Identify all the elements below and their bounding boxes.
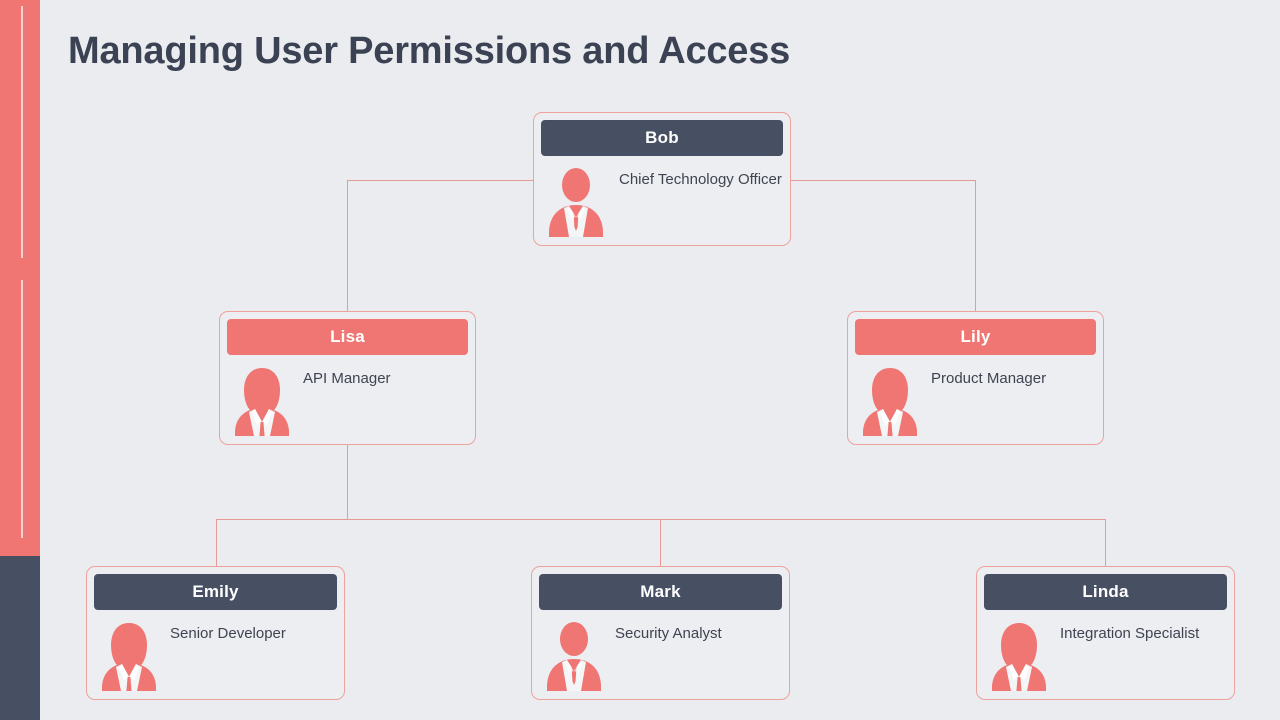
- org-node-lily-body: Product Manager: [855, 355, 1096, 436]
- org-node-mark-header: Mark: [539, 574, 782, 610]
- org-node-lily-name: Lily: [960, 327, 991, 346]
- accent-bar-hairline-upper: [21, 6, 23, 258]
- org-node-bob[interactable]: Bob Chief Technology Officer: [533, 112, 791, 246]
- org-node-linda[interactable]: Linda Integration Specialist: [976, 566, 1235, 700]
- accent-bar-hairline-lower: [21, 280, 23, 538]
- female-avatar-icon: [231, 364, 293, 436]
- org-node-bob-name: Bob: [645, 128, 679, 147]
- org-node-linda-body: Integration Specialist: [984, 610, 1227, 691]
- org-node-lisa-role: API Manager: [303, 370, 391, 387]
- org-node-lily-header: Lily: [855, 319, 1096, 355]
- org-node-linda-header: Linda: [984, 574, 1227, 610]
- male-avatar-icon: [543, 619, 605, 691]
- org-node-emily-header: Emily: [94, 574, 337, 610]
- org-node-bob-header: Bob: [541, 120, 783, 156]
- page-title: Managing User Permissions and Access: [68, 30, 791, 72]
- org-node-bob-role: Chief Technology Officer: [619, 171, 782, 188]
- org-node-mark-role: Security Analyst: [615, 625, 722, 642]
- org-node-lily-role: Product Manager: [931, 370, 1047, 387]
- org-node-emily-role: Senior Developer: [170, 625, 286, 642]
- org-node-lily[interactable]: Lily Product Manager: [847, 311, 1104, 445]
- org-node-linda-role: Integration Specialist: [1060, 625, 1200, 642]
- accent-bar-bottom-segment: [0, 556, 40, 720]
- org-node-mark-name: Mark: [640, 582, 681, 601]
- left-accent-bar: [0, 0, 40, 720]
- org-node-lisa-body: API Manager: [227, 355, 468, 436]
- org-node-emily-body: Senior Developer: [94, 610, 337, 691]
- female-avatar-icon: [859, 364, 921, 436]
- male-avatar-icon: [545, 165, 607, 237]
- org-node-mark-body: Security Analyst: [539, 610, 782, 691]
- org-node-emily-name: Emily: [192, 582, 239, 601]
- org-node-mark[interactable]: Mark Security Analyst: [531, 566, 790, 700]
- org-node-bob-body: Chief Technology Officer: [541, 156, 783, 237]
- female-avatar-icon: [988, 619, 1050, 691]
- accent-bar-top-segment: [0, 0, 40, 556]
- org-node-lisa-header: Lisa: [227, 319, 468, 355]
- org-node-lisa-name: Lisa: [330, 327, 365, 346]
- org-node-linda-name: Linda: [1082, 582, 1129, 601]
- female-avatar-icon: [98, 619, 160, 691]
- org-node-lisa[interactable]: Lisa API Manager: [219, 311, 476, 445]
- org-node-emily[interactable]: Emily Senior Developer: [86, 566, 345, 700]
